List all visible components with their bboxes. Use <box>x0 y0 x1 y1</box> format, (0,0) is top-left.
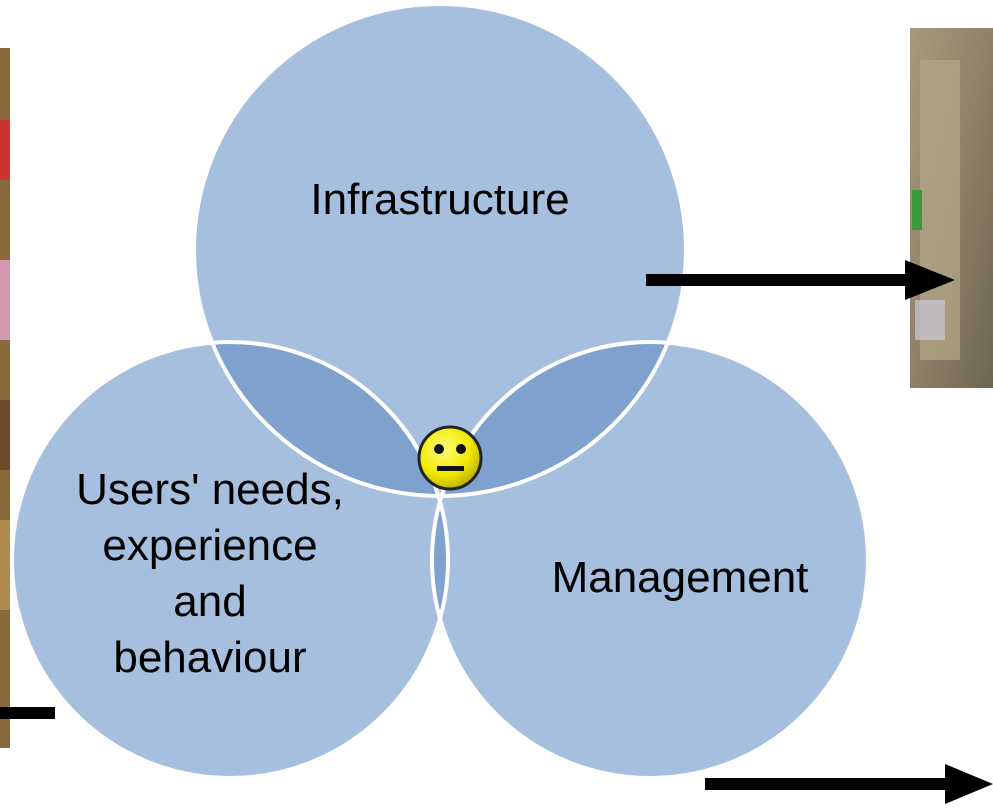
label-users-line-4: behaviour <box>113 633 307 682</box>
label-infrastructure: Infrastructure <box>310 175 570 224</box>
arrow-bottom-right <box>705 764 993 804</box>
label-users-line-2: experience <box>102 521 318 570</box>
label-users-line-1: Users' needs, <box>76 465 344 514</box>
label-users-line-3: and <box>173 577 247 626</box>
label-management: Management <box>551 553 809 602</box>
left-photo <box>0 48 10 748</box>
smiley-face-icon <box>417 425 483 491</box>
arrow-left-stub <box>0 707 55 719</box>
label-users-needs: Users' needs, experience and behaviour <box>30 462 390 686</box>
arrow-to-right-photo <box>646 260 955 300</box>
right-photo <box>910 28 993 388</box>
